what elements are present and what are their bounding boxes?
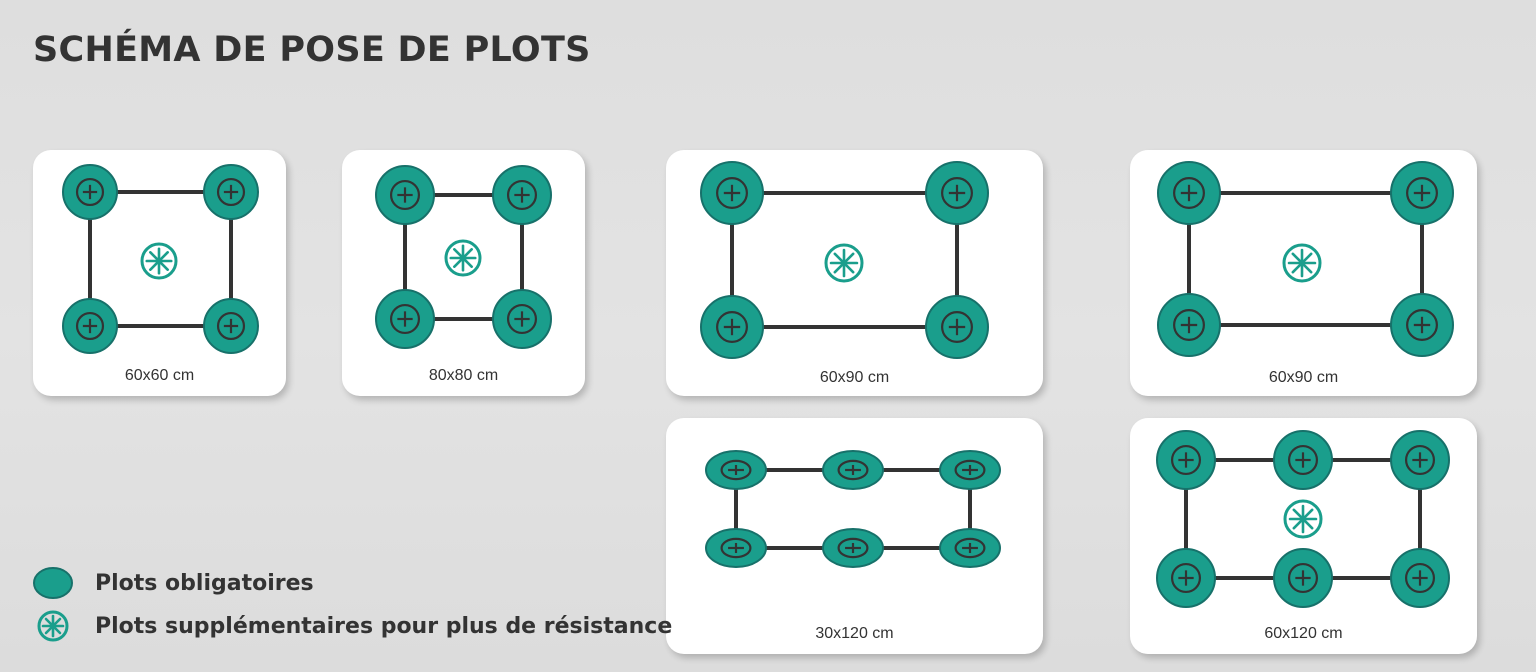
tile-label: 60x120 cm xyxy=(1264,625,1343,642)
reinforcement-pad xyxy=(444,239,482,277)
star-pad-icon xyxy=(37,610,69,642)
mandatory-pad xyxy=(375,289,435,349)
mandatory-pad xyxy=(822,450,884,490)
layout-diagram xyxy=(1156,430,1450,608)
tile-label: 80x80 cm xyxy=(428,367,499,384)
mandatory-pad xyxy=(1156,430,1216,490)
mandatory-pad xyxy=(1156,548,1216,608)
tile-label: 60x90 cm xyxy=(1268,369,1339,386)
mandatory-pad xyxy=(705,528,767,568)
mandatory-pad xyxy=(62,164,118,220)
tile-diagram-60x90-b: 60x90 cm xyxy=(1130,150,1477,396)
mandatory-pad xyxy=(1157,161,1221,225)
reinforcement-pad xyxy=(1282,243,1322,283)
tile-diagram-80x80: 80x80 cm xyxy=(342,150,585,396)
mandatory-pad xyxy=(939,528,1001,568)
layout-diagram xyxy=(705,450,1001,568)
filled-pad-icon xyxy=(33,567,73,599)
layout-diagram xyxy=(62,164,259,354)
tile-label: 60x60 cm xyxy=(124,367,195,384)
layout-diagram xyxy=(375,165,552,349)
tile-diagram-60x60: 60x60 cm xyxy=(33,150,286,396)
reinforcement-pad xyxy=(140,242,178,280)
mandatory-pad xyxy=(1390,548,1450,608)
mandatory-pad xyxy=(203,164,259,220)
legend-label: Plots obligatoires xyxy=(95,570,314,596)
layout-diagram xyxy=(1157,161,1454,357)
mandatory-pad xyxy=(939,450,1001,490)
mandatory-pad xyxy=(62,298,118,354)
legend-extra: Plots supplémentaires pour plus de résis… xyxy=(33,609,672,643)
reinforcement-pad xyxy=(824,243,864,283)
tile-label: 60x90 cm xyxy=(819,369,890,386)
mandatory-pad xyxy=(1273,430,1333,490)
reinforcement-pad xyxy=(1283,499,1323,539)
legend-mandatory: Plots obligatoires xyxy=(33,566,314,600)
mandatory-pad xyxy=(1390,430,1450,490)
tile-diagram-30x120: 30x120 cm xyxy=(666,418,1043,654)
mandatory-pad xyxy=(1390,161,1454,225)
mandatory-pad xyxy=(700,161,764,225)
page-title: SCHÉMA DE POSE DE PLOTS xyxy=(33,30,591,70)
mandatory-pad xyxy=(705,450,767,490)
tile-diagram-60x90-a: 60x90 cm xyxy=(666,150,1043,396)
layout-diagram xyxy=(700,161,989,359)
mandatory-pad xyxy=(492,289,552,349)
tile-label: 30x120 cm xyxy=(815,625,894,642)
mandatory-pad xyxy=(822,528,884,568)
mandatory-pad xyxy=(1273,548,1333,608)
legend-label: Plots supplémentaires pour plus de résis… xyxy=(95,613,673,639)
tile-diagram-60x120: 60x120 cm xyxy=(1130,418,1477,654)
mandatory-pad xyxy=(1157,293,1221,357)
mandatory-pad xyxy=(700,295,764,359)
mandatory-pad xyxy=(492,165,552,225)
mandatory-pad xyxy=(925,161,989,225)
mandatory-pad xyxy=(203,298,259,354)
mandatory-pad xyxy=(1390,293,1454,357)
mandatory-pad xyxy=(375,165,435,225)
mandatory-pad xyxy=(925,295,989,359)
